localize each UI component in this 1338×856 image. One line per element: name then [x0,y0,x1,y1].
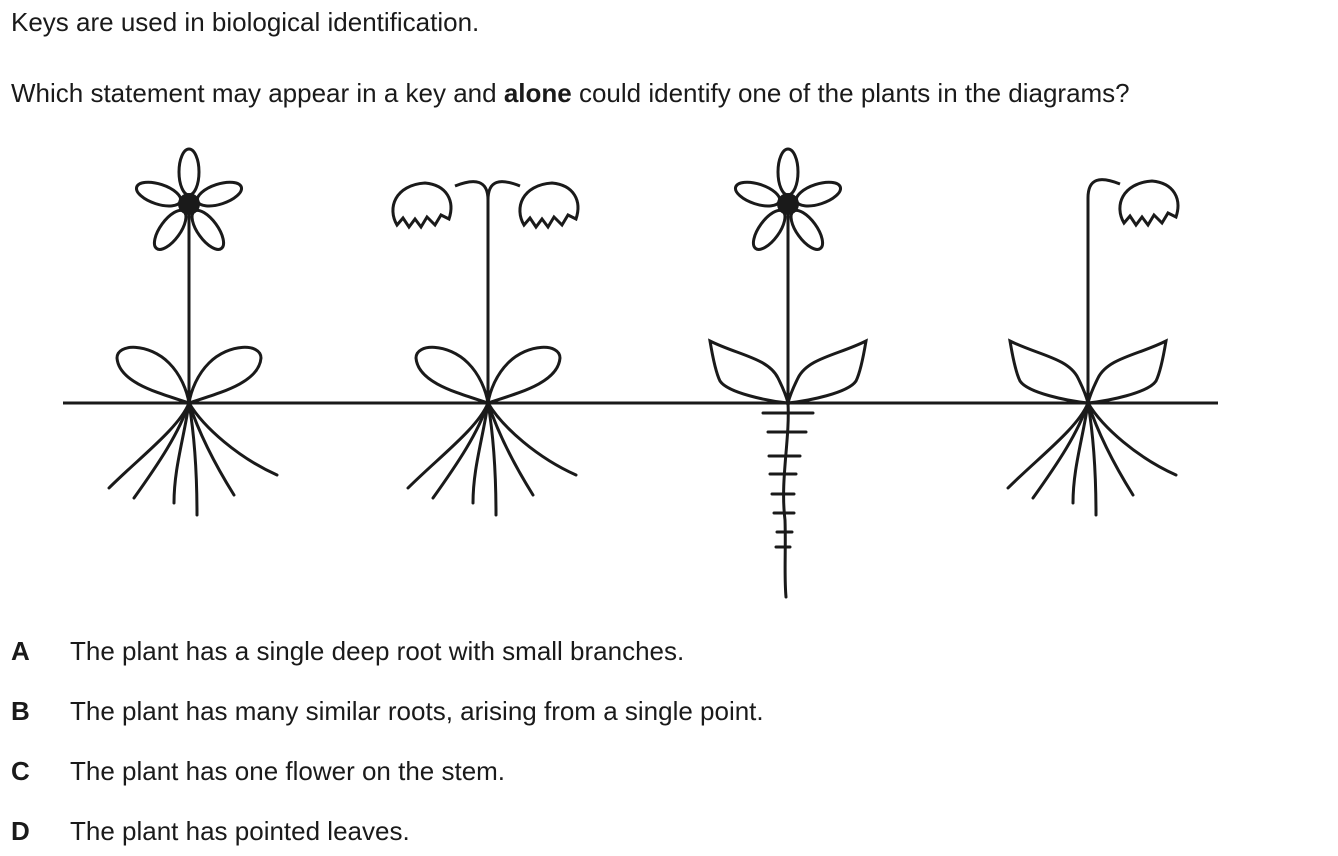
bell-flower-icon [1118,179,1180,227]
option-letter: A [11,636,30,666]
plant-diagram [63,147,1218,599]
bell-flower-right-icon [518,181,580,229]
plant-2 [391,180,580,517]
plant-4 [1006,178,1180,517]
option-letter: D [11,816,30,846]
option-text: The plant has pointed leaves. [70,816,410,846]
option-text: The plant has a single deep root with sm… [70,636,685,666]
question-emphasis: alone [503,78,572,108]
bell-flower-left-icon [391,181,453,229]
tap-root-icon [761,401,815,599]
fibrous-roots-icon [406,401,578,517]
option-text: The plant has many similar roots, arisin… [70,696,764,726]
fibrous-roots-icon [107,401,279,517]
fibrous-roots-icon [1006,401,1178,517]
intro-text: Keys are used in biological identificati… [11,7,480,37]
option-letter: B [11,696,30,726]
option-text: The plant has one flower on the stem. [70,756,506,786]
question-part-1: Which statement may appear in a key and [11,78,504,108]
question-text: Which statement may appear in a key and … [11,78,1130,109]
question-part-2: could identify one of the plants in the … [571,78,1130,108]
plant-3 [708,147,868,599]
plant-1 [107,147,279,517]
option-letter: C [11,756,30,786]
